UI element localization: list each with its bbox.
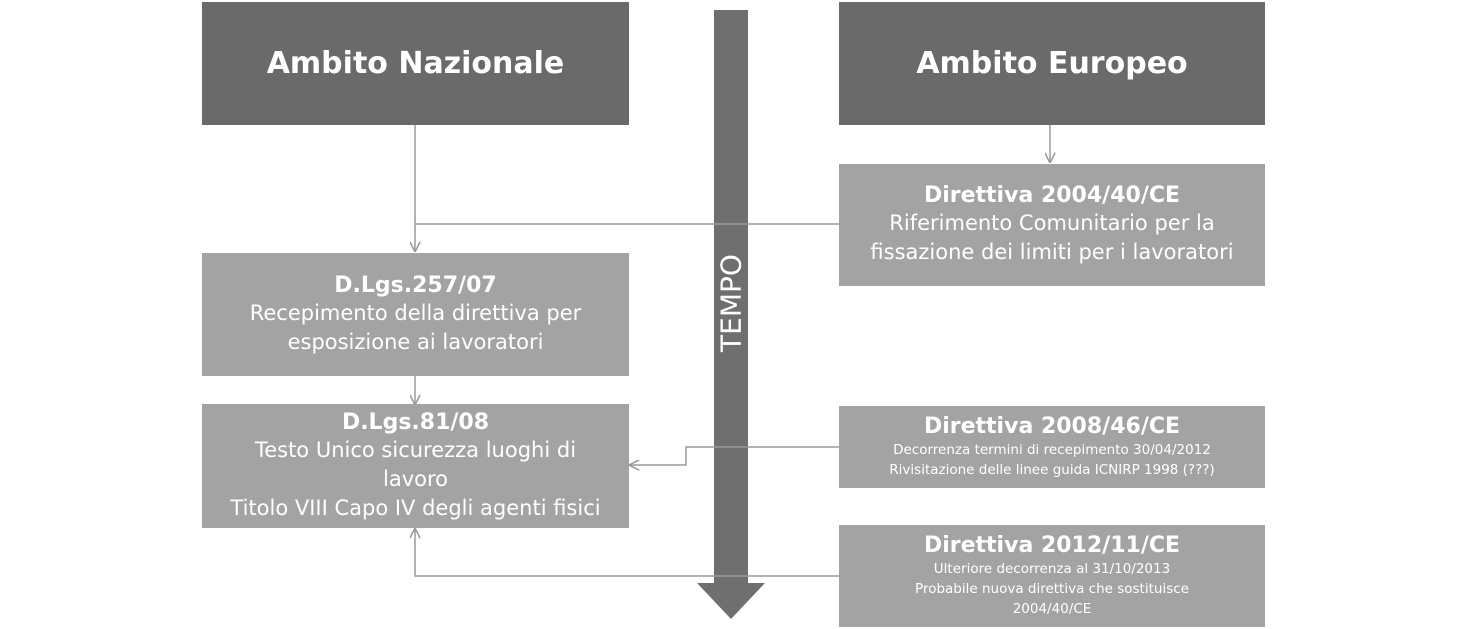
direttiva-2004-40-ce-line: fissazione dei limiti per i lavoratori xyxy=(870,240,1234,264)
connector-dir2008-to-dlgs81 xyxy=(630,446,839,465)
direttiva-2004-40-ce-title: Direttiva 2004/40/CE xyxy=(923,183,1181,208)
dlgs-81-08-line: Testo Unico sicurezza luoghi di xyxy=(254,437,577,462)
dlgs-257-07-line: Recepimento della direttiva per xyxy=(249,300,582,325)
direttiva-2012-11-ce-title: Direttiva 2012/11/CE xyxy=(923,533,1181,558)
direttiva-2008-46-ce-line: Rivisitazione delle linee guida ICNIRP 1… xyxy=(889,462,1215,478)
dlgs-257-07-line: esposizione ai lavoratori xyxy=(287,329,544,354)
direttiva-2012-11-ce-box: Direttiva 2012/11/CE Ulteriore decorrenz… xyxy=(839,525,1265,627)
dlgs-81-08-box: D.Lgs.81/08 Testo Unico sicurezza luoghi… xyxy=(202,404,629,528)
direttiva-2004-40-ce-box: Direttiva 2004/40/CE Riferimento Comunit… xyxy=(839,164,1265,286)
time-arrow xyxy=(697,10,765,619)
direttiva-2008-46-ce-title: Direttiva 2008/46/CE xyxy=(923,414,1181,439)
direttiva-2012-11-ce-line: Probabile nuova direttiva che sostituisc… xyxy=(915,581,1189,597)
dlgs-257-07-title: D.Lgs.257/07 xyxy=(334,272,497,298)
dlgs-257-07-box: D.Lgs.257/07 Recepimento della direttiva… xyxy=(202,253,629,376)
direttiva-2008-46-ce-line: Decorrenza termini di recepimento 30/04/… xyxy=(893,442,1211,458)
time-axis-label: TEMPO xyxy=(714,254,748,352)
direttiva-2004-40-ce-line: Riferimento Comunitario per la xyxy=(889,211,1215,235)
dlgs-81-08-line: Titolo VIII Capo IV degli agenti fisici xyxy=(230,495,601,520)
dlgs-81-08-line: lavoro xyxy=(383,466,448,491)
national-heading-box: Ambito Nazionale xyxy=(202,2,629,125)
direttiva-2012-11-ce-line: Ulteriore decorrenza al 31/10/2013 xyxy=(933,561,1171,577)
european-heading: Ambito Europeo xyxy=(916,46,1188,81)
dlgs-81-08-title: D.Lgs.81/08 xyxy=(341,409,490,435)
direttiva-2008-46-ce-box: Direttiva 2008/46/CE Decorrenza termini … xyxy=(839,406,1265,488)
connector-dir2012-to-dlgs81 xyxy=(415,529,839,577)
national-heading: Ambito Nazionale xyxy=(266,46,565,81)
european-heading-box: Ambito Europeo xyxy=(839,2,1265,125)
direttiva-2012-11-ce-line: 2004/40/CE xyxy=(1012,601,1092,617)
